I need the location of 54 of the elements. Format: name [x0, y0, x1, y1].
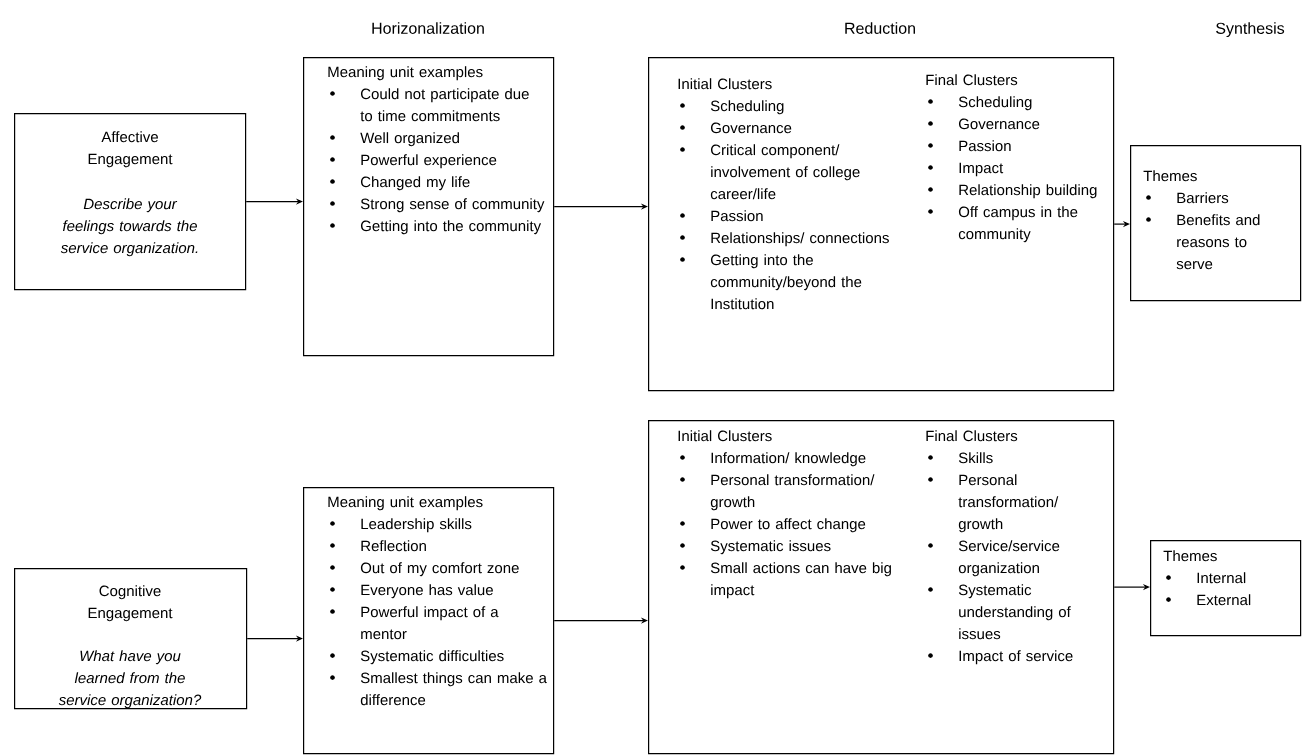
bullet-item: Benefits and reasons to serve	[1146, 214, 1260, 270]
bullet-item: Getting into the community/beyond the Institution	[680, 254, 862, 310]
bullet-item: Systematic difficulties	[330, 650, 504, 665]
bullet-item: Skills	[928, 452, 993, 464]
list-heading: Themes	[1163, 550, 1217, 562]
bullet-item: Governance	[680, 122, 792, 134]
prompt-text: What have you learned from the service organization?	[58, 650, 202, 709]
list-heading: Final Clusters	[926, 74, 1018, 86]
bullet-item: Internal	[1166, 572, 1246, 584]
bullet-item: Passion	[928, 140, 1011, 152]
bullet-item: Getting into the community	[330, 220, 542, 235]
column-heading: Synthesis	[1216, 22, 1285, 38]
list-heading: Initial Clusters	[678, 78, 772, 90]
list-heading: Themes	[1143, 170, 1197, 182]
bullet-item: Critical component/ involvement of college career/life	[680, 144, 860, 200]
bullet-item: Personal transformation/ growth	[928, 474, 1059, 533]
bullet-item: External	[1166, 594, 1251, 606]
bullet-item: Scheduling	[928, 96, 1032, 111]
bullet-item: Leadership skills	[330, 518, 472, 533]
bullet-item: Power to affect change	[680, 518, 866, 533]
bullet-item: Reflection	[330, 540, 426, 552]
list-heading: Initial Clusters	[678, 430, 772, 442]
bullet-item: Small actions can have big impact	[680, 562, 891, 599]
bullet-item: Passion	[680, 210, 763, 222]
bullet-item: Service/service organization	[928, 540, 1060, 577]
bullet-item: Changed my life	[330, 176, 470, 191]
prompt-text: Describe your feelings towards the service organization.	[60, 198, 198, 257]
bullet-item: Everyone has value	[330, 584, 493, 599]
list-heading: Meaning unit examples	[328, 66, 483, 81]
column-heading: Horizonalization	[372, 22, 484, 34]
bullet-item: Scheduling	[680, 100, 784, 115]
column-heading: Reduction	[845, 22, 915, 34]
bullet-item: Systematic issues	[680, 540, 831, 555]
bullet-item: Impact of service	[928, 650, 1073, 665]
bullet-item: Out of my comfort zone	[330, 562, 519, 577]
bullet-item: Relationships/ connections	[680, 232, 889, 247]
list-heading: Meaning unit examples	[328, 496, 483, 511]
bullet-item: Barriers	[1146, 192, 1229, 204]
bullet-item: Systematic understanding of issues	[928, 584, 1071, 640]
box-heading: Cognitive Engagement	[88, 585, 173, 622]
bullet-item: Relationship building	[928, 184, 1097, 199]
bullet-item: Well organized	[330, 132, 459, 147]
bullet-item: Information/ knowledge	[680, 452, 866, 467]
bullet-item: Powerful impact of a mentor	[330, 606, 499, 640]
bullet-item: Off campus in the community	[928, 206, 1078, 243]
bullet-item: Personal transformation/ growth	[680, 474, 875, 511]
bullet-item: Impact	[928, 162, 1004, 177]
bullet-item: Governance	[928, 118, 1040, 130]
bullet-item: Could not participate due to time commitments	[330, 88, 529, 122]
list-heading: Final Clusters	[926, 430, 1018, 442]
bullet-item: Powerful experience	[330, 154, 497, 169]
box-heading: Affective Engagement	[88, 131, 173, 168]
bullet-item: Smallest things can make a difference	[330, 672, 547, 706]
bullet-item: Strong sense of community	[330, 198, 545, 213]
